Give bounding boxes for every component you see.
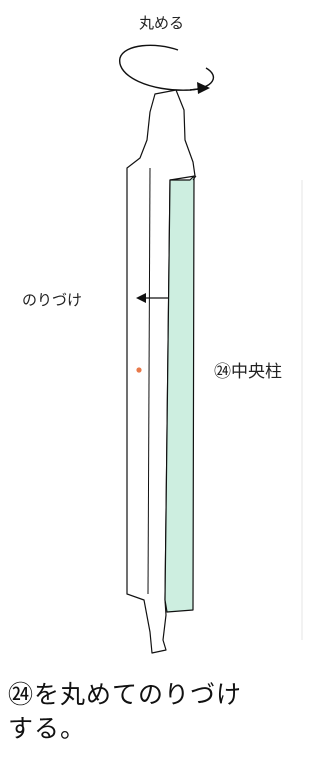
glue-label: のりづけ bbox=[22, 291, 83, 309]
pillar-outline bbox=[126, 89, 196, 654]
roll-label: 丸める bbox=[139, 14, 185, 32]
glue-point-dot bbox=[136, 367, 142, 373]
instruction-caption: ㉔を丸めてのりづけ する。 bbox=[8, 678, 325, 746]
caption-line-1: ㉔を丸めてのりづけ bbox=[8, 680, 243, 709]
roll-arrow-icon bbox=[119, 44, 215, 94]
green-panel bbox=[164, 175, 195, 613]
part-label: ㉔中央柱 bbox=[214, 362, 282, 382]
caption-line-2: する。 bbox=[8, 714, 87, 743]
glue-arrow-icon bbox=[136, 293, 168, 303]
panel-edge bbox=[192, 175, 197, 181]
fold-line bbox=[147, 167, 151, 595]
